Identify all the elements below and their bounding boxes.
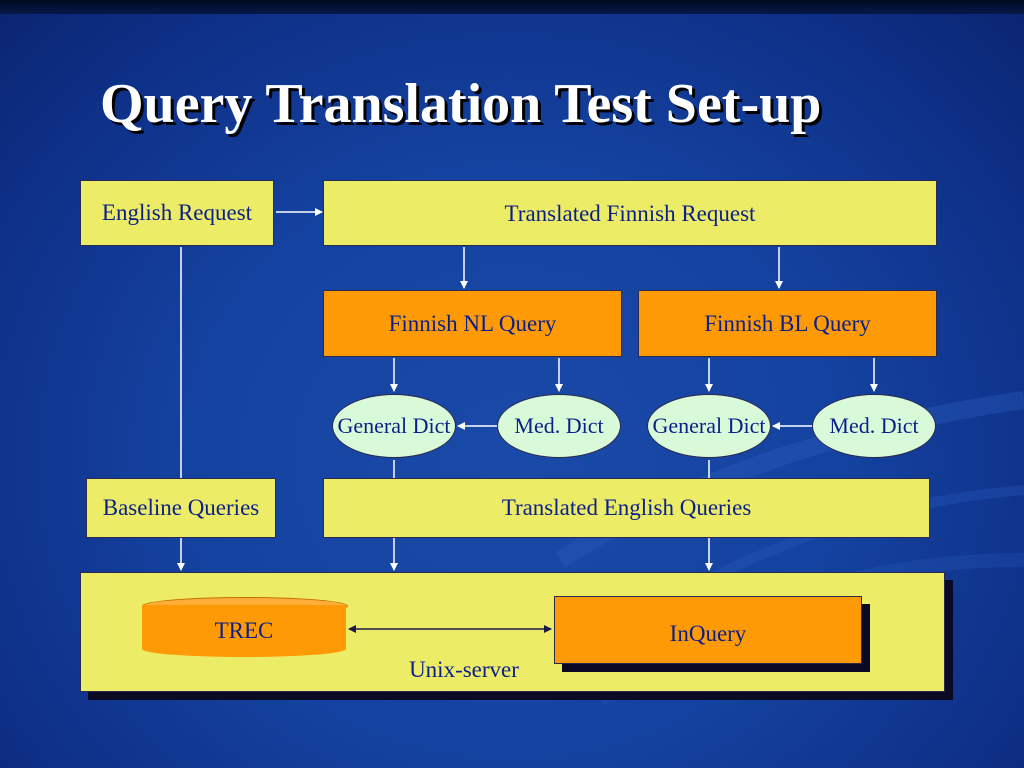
baseline-queries-box: Baseline Queries xyxy=(86,478,276,538)
unix-server-label: Unix-server xyxy=(409,657,519,682)
english-request-box: English Request xyxy=(80,180,274,246)
finnish-nl-query-box: Finnish NL Query xyxy=(323,290,622,357)
med-dict-oval-nl: Med. Dict xyxy=(497,394,621,458)
general-dict-oval-bl: General Dict xyxy=(647,394,771,458)
general-dict-oval-nl: General Dict xyxy=(332,394,456,458)
baseline-queries-label: Baseline Queries xyxy=(102,495,260,520)
top-bar xyxy=(0,0,1024,14)
trec-label: TREC xyxy=(214,618,274,643)
finnish-nl-query-label: Finnish NL Query xyxy=(388,311,557,336)
unix-server-label-wrap: Unix-server xyxy=(396,656,532,684)
english-request-label: English Request xyxy=(101,200,253,225)
translated-english-queries-label: Translated English Queries xyxy=(501,495,752,520)
translated-english-queries-box: Translated English Queries xyxy=(323,478,930,538)
translated-finnish-request-label: Translated Finnish Request xyxy=(504,201,756,226)
med-dict-label: Med. Dict xyxy=(514,413,604,438)
trec-database: TREC xyxy=(142,605,346,657)
finnish-bl-query-label: Finnish BL Query xyxy=(704,311,871,336)
general-dict-label: General Dict xyxy=(337,413,451,438)
general-dict-label: General Dict xyxy=(652,413,766,438)
finnish-bl-query-box: Finnish BL Query xyxy=(638,290,937,357)
med-dict-oval-bl: Med. Dict xyxy=(812,394,936,458)
med-dict-label: Med. Dict xyxy=(829,413,919,438)
translated-finnish-request-box: Translated Finnish Request xyxy=(323,180,937,246)
slide-title: Query Translation Test Set-up xyxy=(100,73,822,135)
inquery-box: InQuery xyxy=(554,596,862,664)
inquery-label: InQuery xyxy=(669,621,747,646)
